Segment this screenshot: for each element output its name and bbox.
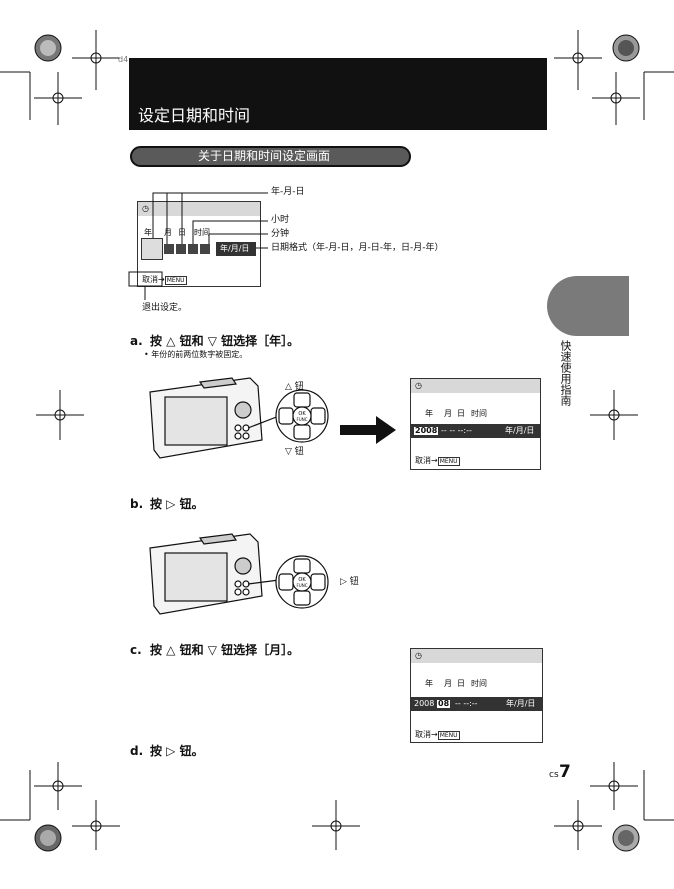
step-b-letter: b.	[130, 497, 144, 511]
datetime-screen-diagram: ◷ 年 月 日 时间 年/月/日 取消→MENU	[137, 201, 261, 287]
col-day: 日	[457, 679, 465, 688]
svg-text:FUNC: FUNC	[296, 583, 307, 588]
side-tab	[547, 276, 629, 336]
col-month: 月	[444, 409, 452, 418]
step-d-text: 按 ▷ 钮。	[150, 744, 204, 758]
page-header-bar	[129, 58, 547, 130]
section-title: 关于日期和时间设定画面	[198, 149, 331, 163]
svg-text:OK: OK	[298, 411, 306, 417]
hour-field	[188, 244, 198, 254]
clock-icon: ◷	[415, 381, 422, 390]
year-field	[141, 238, 163, 260]
step-d-letter: d.	[130, 744, 144, 758]
step-c-text: 按 △ 钮和 ▽ 钮选择［月］。	[150, 643, 300, 657]
registration-target-icon	[34, 34, 640, 852]
format-field: 年/月/日	[216, 242, 256, 256]
page-number: 7	[559, 762, 571, 782]
selected-row: 2008 08 -- --:-- 年/月/日	[411, 697, 542, 711]
col-time: 时间	[194, 228, 210, 237]
lcd-screen-year: ◷ 年 月 日 时间 2008 -- -- --:-- 年/月/日 取消→MEN…	[410, 378, 541, 470]
page-title: 设定日期和时间	[138, 106, 251, 125]
callout-ymd: 年-月-日	[271, 187, 305, 197]
up-button-label: △ 钮	[285, 382, 304, 392]
folio: d4	[118, 55, 129, 64]
cancel-label: 取消→MENU	[142, 275, 187, 285]
month-field	[164, 244, 174, 254]
step-c-letter: c.	[130, 643, 142, 657]
selected-row: 2008 -- -- --:-- 年/月/日	[411, 424, 540, 438]
lang-code: cs	[549, 770, 559, 780]
col-month: 月	[164, 228, 172, 237]
svg-text:OK: OK	[298, 577, 306, 583]
col-time: 时间	[471, 409, 487, 418]
clock-icon: ◷	[142, 204, 149, 213]
col-month: 月	[444, 679, 452, 688]
right-button-label: ▷ 钮	[340, 577, 359, 587]
cancel-label: 取消→MENU	[415, 730, 460, 740]
callout-minute: 分钟	[271, 229, 290, 239]
step-a-letter: a.	[130, 334, 143, 348]
callout-date-format: 日期格式（年-月-日，月-日-年，日-月-年）	[271, 243, 444, 253]
col-year: 年	[425, 679, 433, 688]
cancel-label: 取消→MENU	[415, 456, 460, 466]
col-year: 年	[144, 228, 152, 237]
minute-field	[200, 244, 210, 254]
callout-exit: 退出设定。	[142, 303, 188, 313]
col-time: 时间	[471, 679, 487, 688]
lcd-screen-month: ◷ 年 月 日 时间 2008 08 -- --:-- 年/月/日 取消→MEN…	[410, 648, 543, 743]
svg-text:FUNC: FUNC	[296, 417, 307, 422]
step-a-note: • 年份的前两位数字被固定。	[144, 350, 248, 359]
step-b-text: 按 ▷ 钮。	[150, 497, 204, 511]
col-day: 日	[457, 409, 465, 418]
col-year: 年	[425, 409, 433, 418]
day-field	[176, 244, 186, 254]
section-heading-pill	[130, 146, 411, 167]
step-a-text: 按 △ 钮和 ▽ 钮选择［年］。	[150, 334, 300, 348]
clock-icon: ◷	[415, 651, 422, 660]
side-tab-label: 快速使用指南	[559, 340, 572, 406]
down-button-label: ▽ 钮	[285, 447, 304, 457]
callout-hour: 小时	[271, 215, 290, 225]
